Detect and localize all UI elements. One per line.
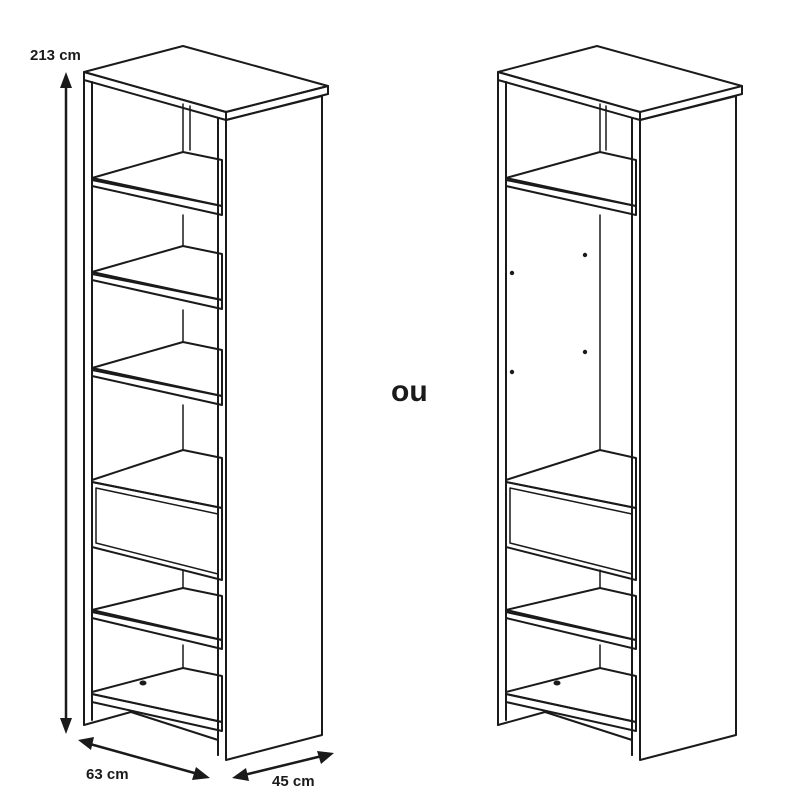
side-panel — [225, 95, 323, 761]
wardrobe-hanging-version — [497, 45, 743, 761]
depth-dimension: 45 cm — [232, 751, 334, 790]
top-panel-edge — [83, 71, 227, 121]
shelf — [505, 151, 637, 216]
rail-bracket-hole — [509, 369, 515, 375]
top-panel — [497, 45, 743, 113]
height-dimension: 213 cm — [30, 47, 81, 734]
side-panel — [639, 95, 737, 761]
bottom-panel — [91, 667, 223, 732]
depth-label: 45 cm — [272, 773, 315, 790]
rail-bracket-hole — [582, 252, 588, 258]
rail-bracket-hole — [582, 349, 588, 355]
shelf — [91, 245, 223, 310]
width-dimension: 63 cm — [78, 737, 210, 783]
top-panel — [83, 45, 329, 113]
rail-bracket-hole — [509, 270, 515, 276]
shelf — [91, 587, 223, 650]
width-label: 63 cm — [86, 766, 129, 783]
cable-hole — [553, 680, 561, 686]
alternative-separator: ou — [391, 375, 428, 408]
height-label: 213 cm — [30, 47, 81, 64]
shelf — [91, 341, 223, 406]
drawer — [91, 449, 223, 581]
shelf — [505, 587, 637, 650]
bottom-panel — [505, 667, 637, 732]
wardrobe-shelves-version — [83, 45, 329, 761]
shelf — [91, 151, 223, 216]
drawer — [505, 449, 637, 581]
cable-hole — [139, 680, 147, 686]
